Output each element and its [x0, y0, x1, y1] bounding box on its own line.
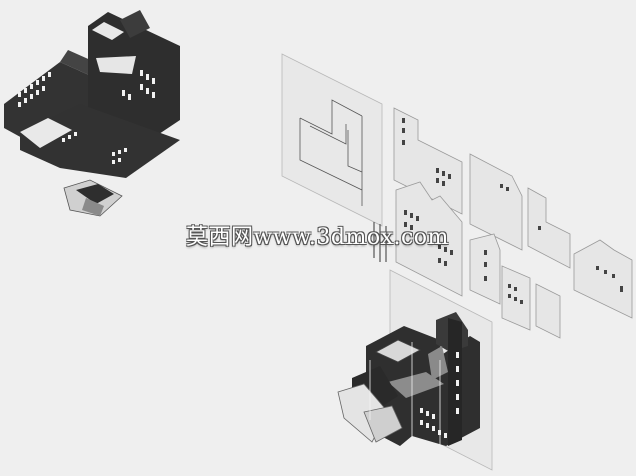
facade-8	[573, 239, 633, 319]
windows-lower	[62, 132, 127, 164]
block-center	[88, 12, 180, 140]
sheet-large	[281, 53, 383, 227]
small-posts	[373, 222, 387, 262]
building-model-bottom	[337, 312, 480, 446]
windows-center	[122, 70, 155, 100]
facade-7	[535, 283, 561, 339]
facade-4	[395, 181, 463, 297]
facade-windows	[402, 118, 623, 304]
building-model-top-left	[4, 10, 180, 217]
courtyard-light	[96, 56, 136, 74]
windows-west	[18, 72, 51, 107]
plate-lower-light	[20, 118, 72, 148]
tower-top	[120, 10, 150, 38]
box-small-top	[76, 184, 114, 204]
facade-3	[527, 187, 571, 269]
facade-5	[469, 233, 501, 305]
courtyard-gap	[92, 22, 124, 40]
facade-2	[469, 153, 523, 251]
sheet-facades	[393, 107, 633, 339]
watermark-text: 莫西网www.3dmox.com	[186, 225, 449, 250]
plate-lower	[20, 104, 180, 178]
box-small-side	[82, 198, 104, 216]
